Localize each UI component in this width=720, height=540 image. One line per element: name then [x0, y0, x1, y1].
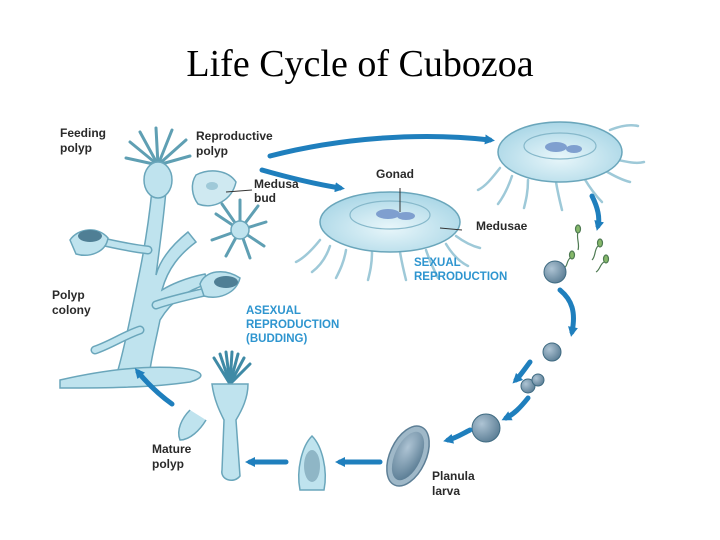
label-medusae: Medusae [476, 219, 528, 233]
polyp-colony [59, 126, 268, 389]
label-asexual-reproduction: ASEXUAL REPRODUCTION (BUDDING) [246, 305, 342, 345]
egg-cell [543, 260, 567, 284]
label-medusa-bud: Medusa bud [254, 177, 302, 205]
young-polyp [298, 434, 326, 491]
cycle-arrows [134, 134, 605, 467]
arrow-bud-release [259, 167, 345, 193]
arrow-to-medusa [267, 134, 495, 159]
label-feeding-polyp: Feeding polyp [60, 126, 109, 155]
planula-larva [386, 425, 430, 487]
arrow-cleavage [512, 359, 533, 384]
arrow-fertilization [557, 287, 578, 337]
sperm-cells [563, 224, 610, 273]
blastula [471, 413, 501, 443]
cleavage-stage [520, 373, 545, 394]
arrow-to-gametes [589, 193, 605, 231]
zygote [542, 342, 562, 362]
feeding-polyp [124, 126, 192, 199]
bud-opening [78, 230, 102, 242]
arrow-to-larva [443, 427, 473, 444]
gonad [376, 209, 400, 219]
medusa-bud [210, 198, 268, 260]
pointer-lines [225, 189, 463, 231]
label-planula-larva: Planula larva [432, 469, 478, 498]
mature-polyp [178, 350, 252, 481]
gonad [397, 212, 415, 220]
label-gonad: Gonad [376, 167, 414, 181]
medusa-left [294, 188, 482, 282]
label-mature-polyp: Mature polyp [152, 442, 195, 471]
label-polyp-colony: Polyp colony [52, 288, 91, 317]
arrow-to-colony [134, 368, 175, 407]
arrow-blastula [501, 395, 531, 421]
label-reproductive-polyp: Reproductive polyp [196, 129, 276, 158]
reproductive-polyp [191, 170, 237, 207]
label-sexual-reproduction: SEXUAL REPRODUCTION [414, 257, 507, 283]
medusa-right [476, 121, 646, 212]
page-title: Life Cycle of Cubozoa [186, 43, 534, 85]
bud-opening [214, 276, 238, 288]
